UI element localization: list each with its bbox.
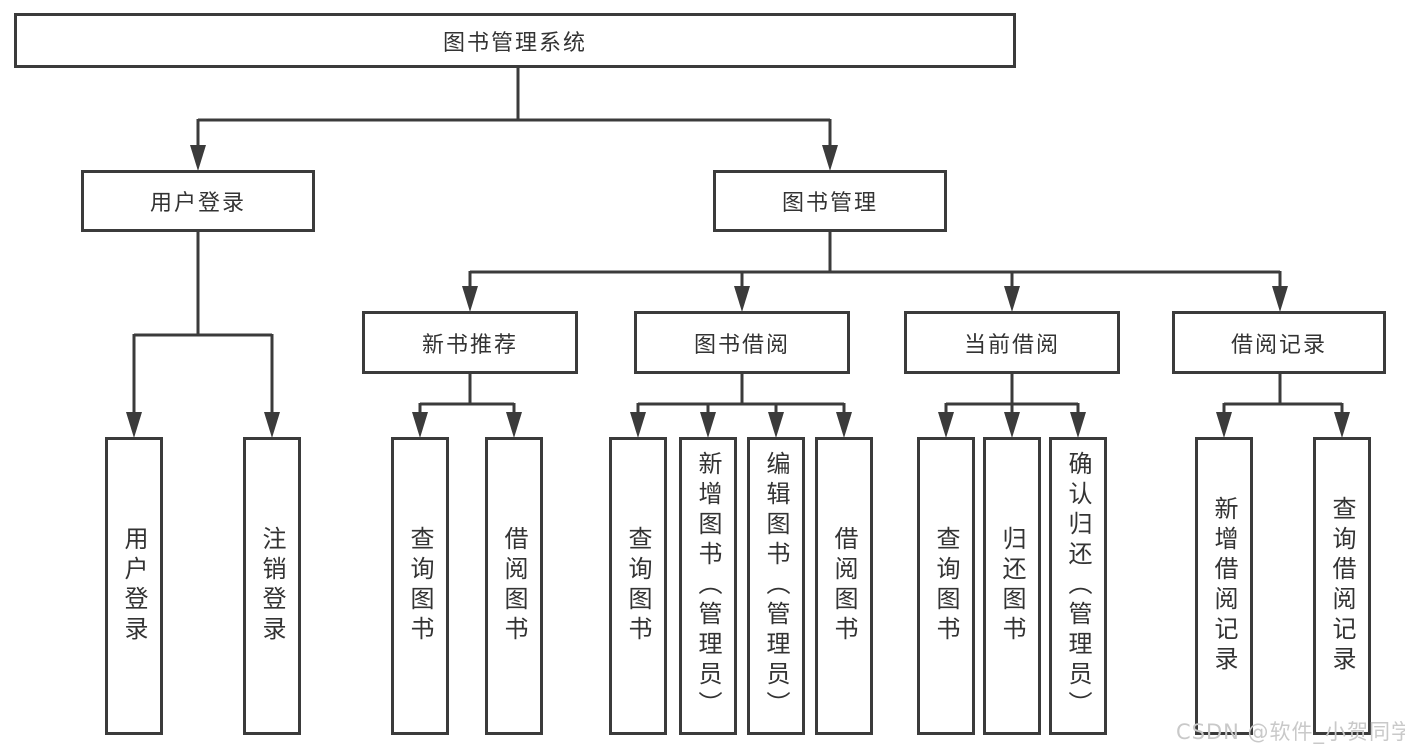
node-leaf-bb-add-books-label: 新增图书（管理员）: [694, 451, 722, 721]
node-leaf-logout-label: 注销登录: [258, 526, 286, 646]
node-leaf-logout: 注销登录: [243, 437, 301, 735]
node-leaf-br-add-record: 新增借阅记录: [1195, 437, 1253, 735]
node-current-borrowing: 当前借阅: [904, 311, 1120, 374]
node-root-label: 图书管理系统: [442, 30, 587, 56]
csdn-watermark: CSDN @软件_小贺同学: [1176, 720, 1405, 744]
node-leaf-bb-query-books-label: 查询图书: [624, 526, 652, 646]
node-leaf-cb-confirm-return-label: 确认归还（管理员）: [1064, 451, 1092, 721]
node-leaf-user-login-label: 用户登录: [120, 526, 148, 646]
node-current-borrowing-label: 当前借阅: [963, 332, 1060, 358]
node-leaf-nb-borrow-books-label: 借阅图书: [500, 526, 528, 646]
node-leaf-nb-borrow-books: 借阅图书: [485, 437, 543, 735]
node-root: 图书管理系统: [14, 13, 1016, 68]
arrowheads: [126, 145, 1350, 438]
node-leaf-bb-query-books: 查询图书: [609, 437, 667, 735]
node-user-login: 用户登录: [81, 170, 315, 232]
node-leaf-bb-edit-books: 编辑图书（管理员）: [747, 437, 805, 735]
node-leaf-cb-confirm-return: 确认归还（管理员）: [1049, 437, 1107, 735]
node-leaf-cb-return-books: 归还图书: [983, 437, 1041, 735]
node-book-management-label: 图书管理: [781, 191, 878, 216]
node-leaf-br-add-record-label: 新增借阅记录: [1210, 496, 1238, 676]
node-borrowing-records-label: 借阅记录: [1230, 332, 1327, 358]
node-leaf-br-query-record: 查询借阅记录: [1313, 437, 1371, 735]
node-leaf-bb-add-books: 新增图书（管理员）: [679, 437, 737, 735]
node-leaf-br-query-record-label: 查询借阅记录: [1328, 496, 1356, 676]
node-new-book-recommend-label: 新书推荐: [421, 332, 518, 358]
node-new-book-recommend: 新书推荐: [362, 311, 578, 374]
node-leaf-user-login: 用户登录: [105, 437, 163, 735]
node-leaf-nb-query-books: 查询图书: [391, 437, 449, 735]
node-leaf-bb-borrow-books-label: 借阅图书: [830, 526, 858, 646]
node-leaf-cb-return-books-label: 归还图书: [998, 526, 1026, 646]
node-leaf-nb-query-books-label: 查询图书: [406, 526, 434, 646]
node-borrowing-records: 借阅记录: [1172, 311, 1386, 374]
node-book-borrowing-label: 图书借阅: [693, 332, 790, 358]
node-book-borrowing: 图书借阅: [634, 311, 850, 374]
node-leaf-bb-edit-books-label: 编辑图书（管理员）: [762, 451, 790, 721]
node-leaf-bb-borrow-books: 借阅图书: [815, 437, 873, 735]
node-leaf-cb-query-books-label: 查询图书: [932, 526, 960, 646]
node-book-management: 图书管理: [713, 170, 947, 232]
node-user-login-label: 用户登录: [149, 191, 246, 216]
node-leaf-cb-query-books: 查询图书: [917, 437, 975, 735]
